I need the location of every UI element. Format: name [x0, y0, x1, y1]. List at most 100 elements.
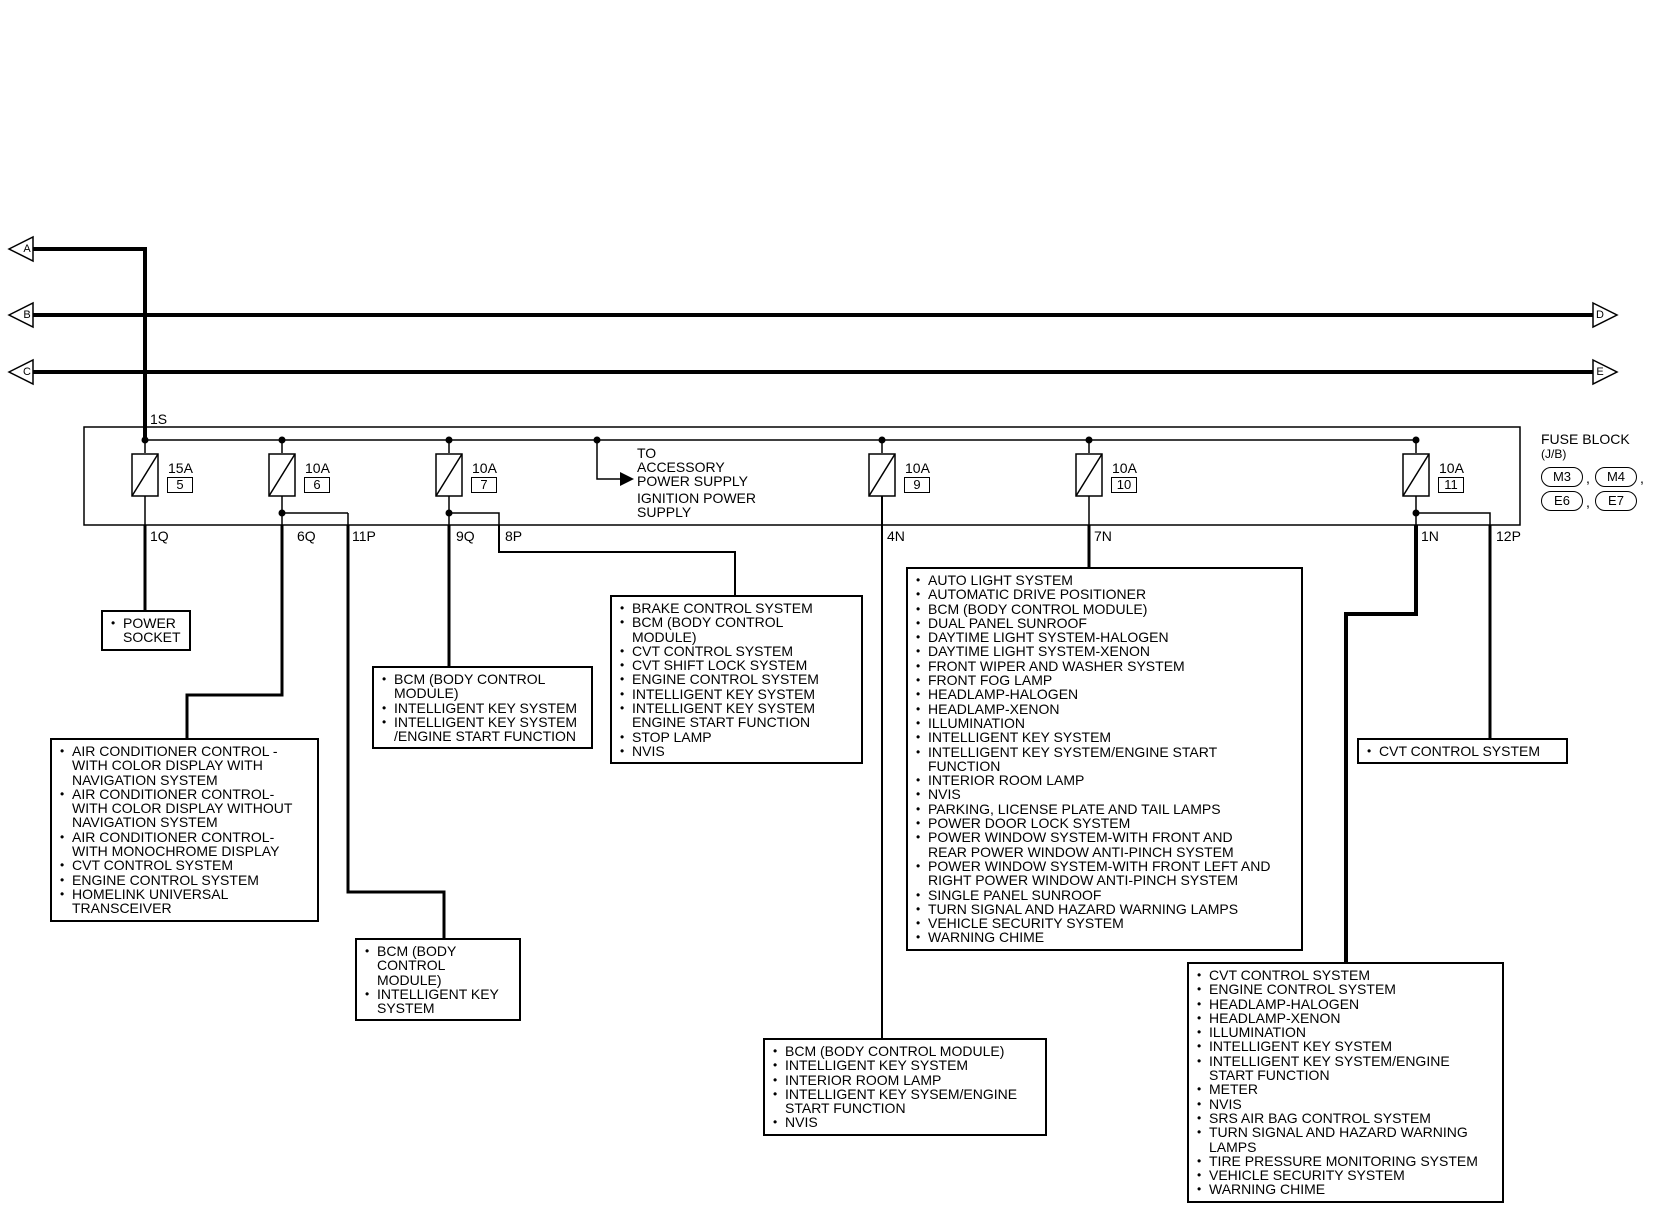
- list-item: DAYTIME LIGHT SYSTEM-HALOGEN: [912, 630, 1295, 645]
- fuse-9-symbol: [868, 453, 896, 497]
- terminal-12p: 12P: [1496, 528, 1521, 544]
- list-item: METER: [1193, 1082, 1496, 1097]
- fuse-6-number: 6: [304, 477, 330, 493]
- fuse-11-rating: 10A: [1439, 460, 1464, 476]
- list-item: HEADLAMP-HALOGEN: [912, 687, 1295, 702]
- list-item: AIR CONDITIONER CONTROL- WITH MONOCHROME…: [56, 830, 311, 859]
- list-item: TIRE PRESSURE MONITORING SYSTEM: [1193, 1154, 1496, 1169]
- connector-c-label: C: [23, 366, 31, 378]
- list-item: INTELLIGENT KEY SYSEM/ENGINE START FUNCT…: [769, 1087, 1039, 1116]
- list-item: AUTO LIGHT SYSTEM: [912, 573, 1295, 588]
- list-item: POWER SOCKET: [107, 616, 183, 645]
- terminal-9q: 9Q: [456, 528, 475, 544]
- accessory-branch: [596, 440, 620, 480]
- list-item: BCM (BODY CONTROL MODULE): [769, 1044, 1039, 1059]
- list-item: TURN SIGNAL AND HAZARD WARNING LAMPS: [912, 902, 1295, 917]
- list-item: INTELLIGENT KEY SYSTEM: [616, 686, 855, 701]
- terminal-7n: 7N: [1094, 528, 1112, 544]
- list-item: BCM (BODY CONTROL MODULE): [912, 601, 1295, 616]
- list-item: INTERIOR ROOM LAMP: [912, 773, 1295, 788]
- list-item: AIR CONDITIONER CONTROL - WITH COLOR DIS…: [56, 744, 311, 787]
- wire-11p: [346, 525, 446, 940]
- list-item: PARKING, LICENSE PLATE AND TAIL LAMPS: [912, 801, 1295, 816]
- list-item: VEHICLE SECURITY SYSTEM: [912, 916, 1295, 931]
- power-socket-box: POWER SOCKET: [101, 610, 191, 651]
- fuse-6-symbol: [268, 453, 296, 497]
- list-item: SINGLE PANEL SUNROOF: [912, 887, 1295, 902]
- fuse6-11p-box: BCM (BODY CONTROL MODULE)INTELLIGENT KEY…: [355, 938, 521, 1022]
- list-item: TURN SIGNAL AND HAZARD WARNING LAMPS: [1193, 1125, 1496, 1154]
- list-item: HEADLAMP-HALOGEN: [1193, 996, 1496, 1011]
- list-item: AIR CONDITIONER CONTROL- WITH COLOR DISP…: [56, 787, 311, 830]
- list-item: POWER DOOR LOCK SYSTEM: [912, 816, 1295, 831]
- fuse-block-subtitle: (J/B): [1541, 447, 1567, 461]
- list-item: ENGINE CONTROL SYSTEM: [1193, 982, 1496, 997]
- wire-a: [33, 247, 147, 440]
- fuse-10-rating: 10A: [1112, 460, 1137, 476]
- list-item: INTELLIGENT KEY SYSTEM /ENGINE START FUN…: [378, 715, 585, 744]
- list-item: NVIS: [769, 1115, 1039, 1130]
- fuse6-6q-box: AIR CONDITIONER CONTROL - WITH COLOR DIS…: [50, 738, 319, 922]
- list-item: CVT CONTROL SYSTEM: [56, 858, 311, 873]
- list-item: DUAL PANEL SUNROOF: [912, 616, 1295, 631]
- list-item: BCM (BODY CONTROL MODULE): [378, 672, 585, 701]
- list-item: NVIS: [1193, 1096, 1496, 1111]
- fuse-5-symbol: [131, 453, 159, 497]
- connector-e-label: E: [1596, 366, 1604, 378]
- list-item: CVT SHIFT LOCK SYSTEM: [616, 658, 855, 673]
- list-item: ENGINE CONTROL SYSTEM: [56, 872, 311, 887]
- list-item: INTERIOR ROOM LAMP: [769, 1072, 1039, 1087]
- accessory-note: TO ACCESSORY POWER SUPPLY IGNITION POWER…: [637, 445, 756, 520]
- list-item: INTELLIGENT KEY SYSTEM/ENGINE START FUNC…: [912, 745, 1295, 774]
- list-item: INTELLIGENT KEY SYSTEM/ENGINE START FUNC…: [1193, 1054, 1496, 1083]
- list-item: HEADLAMP-XENON: [1193, 1011, 1496, 1026]
- list-item: VEHICLE SECURITY SYSTEM: [1193, 1168, 1496, 1183]
- list-item: BRAKE CONTROL SYSTEM: [616, 601, 855, 616]
- list-item: INTELLIGENT KEY SYSTEM: [912, 730, 1295, 745]
- connector-separator: ,: [1640, 470, 1644, 486]
- terminal-6q: 6Q: [297, 528, 316, 544]
- fuse-block-outline: [83, 426, 1521, 526]
- terminal-1q: 1Q: [150, 528, 169, 544]
- list-item: SRS AIR BAG CONTROL SYSTEM: [1193, 1111, 1496, 1126]
- junction-dots: [141, 436, 1420, 517]
- fuse-9-rating: 10A: [905, 460, 930, 476]
- list-item: POWER WINDOW SYSTEM-WITH FRONT AND REAR …: [912, 830, 1295, 859]
- fuse-7-rating: 10A: [472, 460, 497, 476]
- fuse-10-number: 10: [1111, 477, 1137, 493]
- list-item: BCM (BODY CONTROL MODULE): [616, 615, 855, 644]
- wire-6q: [185, 525, 284, 740]
- fuse-10-symbol: [1075, 453, 1103, 497]
- terminal-1n: 1N: [1421, 528, 1439, 544]
- list-item: FRONT WIPER AND WASHER SYSTEM: [912, 658, 1295, 673]
- fuse-7-number: 7: [471, 477, 497, 493]
- terminal-11p: 11P: [352, 528, 376, 544]
- fuse11-12p-box: CVT CONTROL SYSTEM: [1357, 738, 1568, 765]
- fuse10-7n-box: AUTO LIGHT SYSTEMAUTOMATIC DRIVE POSITIO…: [906, 567, 1303, 951]
- list-item: STOP LAMP: [616, 729, 855, 744]
- list-item: ILLUMINATION: [1193, 1025, 1496, 1040]
- fuse9-4n-box: BCM (BODY CONTROL MODULE) INTELLIGENT KEY…: [763, 1038, 1047, 1136]
- list-item: ENGINE CONTROL SYSTEM: [616, 672, 855, 687]
- list-item: CVT CONTROL SYSTEM: [616, 644, 855, 659]
- wire-8p: [498, 525, 736, 595]
- fuse-11-symbol: [1402, 453, 1430, 497]
- list-item: INTELLIGENT KEY SYSTEM ENGINE START FUNC…: [616, 701, 855, 730]
- list-item: POWER WINDOW SYSTEM-WITH FRONT LEFT AND …: [912, 859, 1295, 888]
- fuse-9-number: 9: [904, 477, 930, 493]
- list-item: HOMELINK UNIVERSAL TRANSCEIVER: [56, 887, 311, 916]
- list-item: INTELLIGENT KEY SYSTEM: [1193, 1039, 1496, 1054]
- connector-separator: ,: [1586, 494, 1590, 510]
- fuse-6-rating: 10A: [305, 460, 330, 476]
- terminal-1s: 1S: [150, 411, 168, 427]
- accessory-arrow-icon: [620, 472, 634, 486]
- list-item: BCM (BODY CONTROL MODULE): [361, 944, 513, 987]
- list-item: CVT CONTROL SYSTEM: [1193, 968, 1496, 983]
- fuse7-8p-box: BRAKE CONTROL SYSTEMBCM (BODY CONTROL MO…: [610, 595, 863, 765]
- list-item: AUTOMATIC DRIVE POSITIONER: [912, 587, 1295, 602]
- fuse7-9q-box: BCM (BODY CONTROL MODULE)INTELLIGENT KEY…: [372, 666, 593, 750]
- list-item: INTELLIGENT KEY SYSTEM: [378, 700, 585, 715]
- fuse-block-title: FUSE BLOCK: [1541, 431, 1630, 447]
